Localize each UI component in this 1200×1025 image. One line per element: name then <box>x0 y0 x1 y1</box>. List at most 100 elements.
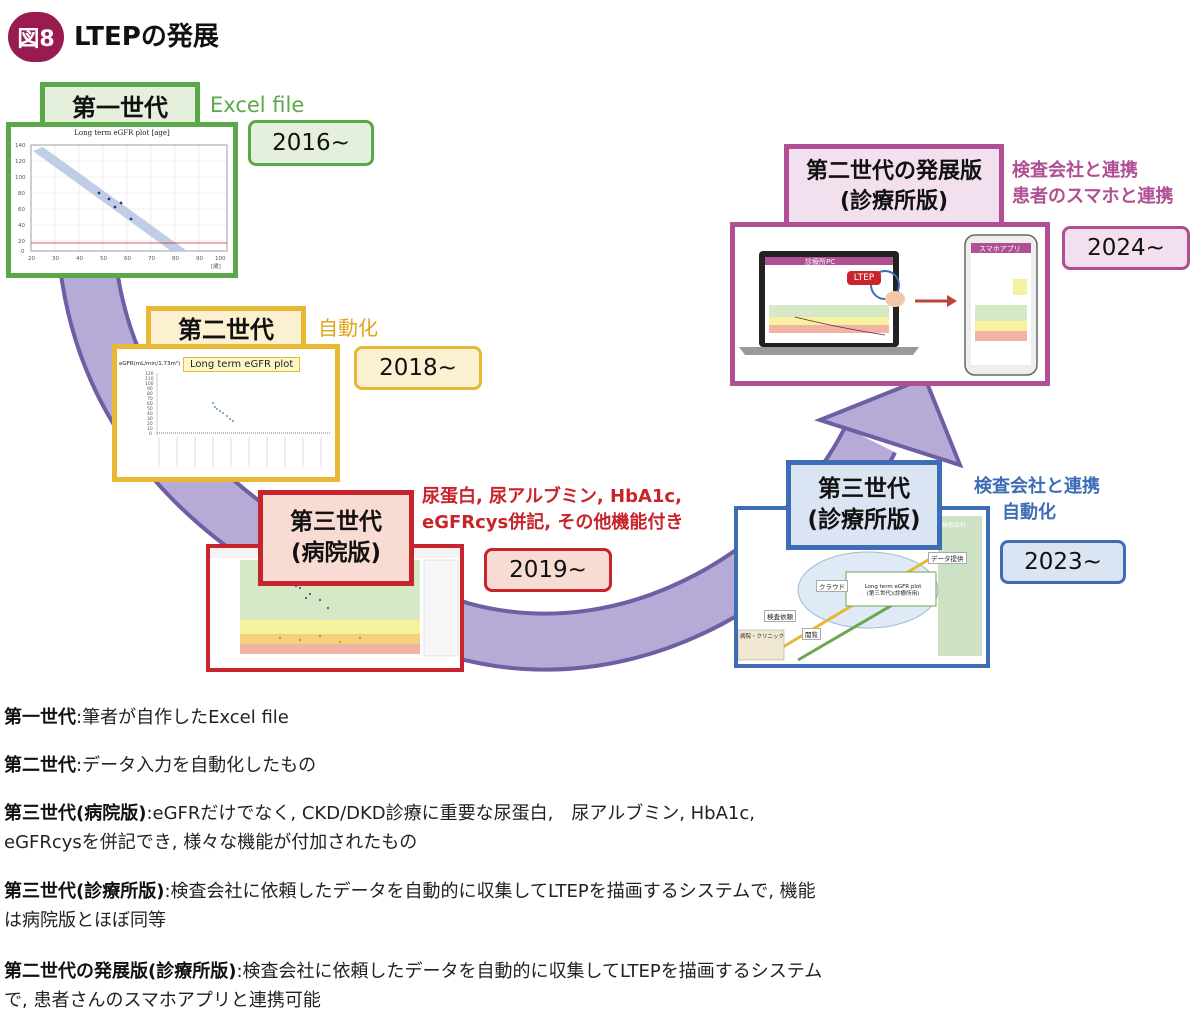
gen2dev-label-line1: 第二世代の発展版 <box>805 159 982 185</box>
svg-text:40: 40 <box>18 223 25 229</box>
desc-gen2dev-head: 第二世代の発展版(診療所版) <box>4 961 237 982</box>
gen3c-screenshot: 検査会社 データ提供 クラウド Long term eGFR plot (第三世… <box>734 506 990 668</box>
gen2-note: 自動化 <box>318 316 378 340</box>
figure-title: LTEPの発展 <box>74 22 219 52</box>
svg-text:80: 80 <box>18 191 25 197</box>
gen2dev-label-line2: (診療所版) <box>839 189 949 214</box>
gen1-screenshot: Long term eGFR plot [age] 140 120 100 80 60… <box>6 122 238 278</box>
gen2-chart-title: Long term eGFR plot <box>183 357 301 372</box>
gen3c-lab: 検査会社 <box>942 522 967 529</box>
desc-gen3h-text: :eGFRだけでなく, CKD/DKD診療に重要な尿蛋白, 尿アルブミン, Hb… <box>146 803 755 824</box>
gen3c-note-line1: 検査会社と連携 <box>974 476 1100 497</box>
gen2dev-note-line2: 患者のスマホと連携 <box>1012 186 1174 208</box>
desc-gen2: 第二世代:データ入力を自動化したもの <box>4 752 1004 781</box>
desc-gen2-text: :データ入力を自動化したもの <box>76 755 317 776</box>
desc-gen1-head: 第一世代 <box>4 707 76 728</box>
gen3c-note: 検査会社と連携 自動化 <box>952 474 1100 526</box>
gen3c-view-label: 閲覧 <box>802 628 821 640</box>
gen2dev-screenshot: 診療所PC LTEP スマホアプリ <box>730 222 1050 386</box>
gen3h-note-line1: 尿蛋白, 尿アルブミン, HbA1c, <box>422 486 682 507</box>
gen3h-label: 第三世代 (病院版) <box>258 490 414 586</box>
svg-text:60: 60 <box>18 207 25 213</box>
svg-text:40: 40 <box>147 411 153 417</box>
svg-text:120: 120 <box>145 371 154 377</box>
svg-text:40: 40 <box>76 256 83 262</box>
desc-gen2-head: 第二世代 <box>4 755 76 776</box>
gen3c-clinic-label: 病院・クリニック <box>740 634 785 640</box>
svg-text:110: 110 <box>145 376 154 382</box>
arrow-head <box>814 375 964 469</box>
gen2dev-note: 検査会社と連携 患者のスマホと連携 <box>1012 158 1173 210</box>
gen3c-label: 第三世代 (診療所版) <box>786 460 942 550</box>
svg-text:100: 100 <box>15 175 26 181</box>
gen2dev-app-title: スマホアプリ <box>979 245 1021 253</box>
desc-gen1: 第一世代:筆者が自作したExcel file <box>4 704 1004 733</box>
svg-text:50: 50 <box>147 406 153 412</box>
gen3c-label-line2: (診療所版) <box>807 507 921 533</box>
gen2dev-ltep-button: LTEP <box>847 271 881 285</box>
gen1-note: Excel file <box>210 93 305 117</box>
gen2-screenshot: Long term eGFR plot eGFR(mL/min/1.73m²) … <box>112 344 340 482</box>
svg-text:[歳]: [歳] <box>211 262 221 270</box>
svg-text:70: 70 <box>148 256 155 262</box>
gen2dev-year: 2024~ <box>1062 226 1190 270</box>
svg-text:30: 30 <box>147 416 153 422</box>
gen3h-note-line2: eGFRcys併記, その他機能付き <box>422 512 684 534</box>
desc-gen1-text: :筆者が自作したExcel file <box>76 707 289 728</box>
desc-gen2dev-text2: で, 患者さんのスマホアプリと連携可能 <box>4 989 321 1011</box>
gen3c-plot-label: Long term eGFR plot (第三世代)(診療所用) <box>850 584 936 598</box>
desc-gen3c: 第三世代(診療所版):検査会社に依頼したデータを自動的に収集してLTEPを描画す… <box>4 878 1004 936</box>
gen2dev-pc-title: 診療所PC <box>805 258 836 266</box>
gen3c-data-label: データ提供 <box>928 552 967 564</box>
gen1-chart-title: Long term eGFR plot [age] <box>74 129 170 137</box>
gen3c-request-label: 検査依頼 <box>764 610 796 622</box>
gen3c-cloud-label: クラウド <box>816 580 848 592</box>
gen3h-year: 2019~ <box>484 548 612 592</box>
gen2-chart-ylabel: eGFR(mL/min/1.73m²) <box>119 361 181 367</box>
svg-text:90: 90 <box>147 386 153 392</box>
svg-text:20: 20 <box>147 421 153 427</box>
gen1-label-text: 第一世代 <box>72 93 168 122</box>
gen3c-year: 2023~ <box>1000 540 1126 584</box>
svg-text:30: 30 <box>52 256 59 262</box>
gen3h-label-line2: (病院版) <box>290 540 382 566</box>
desc-gen2dev-text: :検査会社に依頼したデータを自動的に収集してLTEPを描画するシステム <box>236 961 823 982</box>
gen2dev-label: 第二世代の発展版 (診療所版) <box>784 144 1004 230</box>
svg-text:60: 60 <box>124 256 131 262</box>
svg-text:20: 20 <box>18 239 25 245</box>
gen3h-note: 尿蛋白, 尿アルブミン, HbA1c, eGFRcys併記, その他機能付き <box>422 484 683 536</box>
desc-gen2dev: 第二世代の発展版(診療所版):検査会社に依頼したデータを自動的に収集してLTEP… <box>4 958 1004 1016</box>
gen3c-diagram <box>738 516 982 662</box>
svg-text:80: 80 <box>172 256 179 262</box>
svg-text:50: 50 <box>100 256 107 262</box>
gen3c-note-line2: 自動化 <box>1002 502 1056 524</box>
desc-gen3c-text2: は病院版とほぼ同等 <box>4 909 166 931</box>
desc-gen3h-text2: eGFRcysを併記でき, 様々な機能が付加されたもの <box>4 831 418 853</box>
svg-text:0: 0 <box>21 249 25 255</box>
svg-text:20: 20 <box>28 256 35 262</box>
svg-text:10: 10 <box>147 426 153 432</box>
desc-gen3c-head: 第三世代(診療所版) <box>4 881 165 902</box>
gen3h-label-line1: 第三世代 <box>290 508 382 535</box>
svg-text:120: 120 <box>15 159 26 165</box>
desc-gen3h-head: 第三世代(病院版) <box>4 803 147 824</box>
svg-text:100: 100 <box>145 381 154 387</box>
gen3c-label-line1: 第三世代 <box>818 475 910 502</box>
gen3c-plot-line2: (第三世代)(診療所用) <box>866 591 920 598</box>
desc-gen3c-text: :検査会社に依頼したデータを自動的に収集してLTEPを描画するシステムで, 機能 <box>164 881 816 902</box>
svg-text:70: 70 <box>147 396 153 402</box>
desc-gen3h: 第三世代(病院版):eGFRだけでなく, CKD/DKD診療に重要な尿蛋白, 尿… <box>4 800 1004 858</box>
gen1-year: 2016~ <box>248 120 374 166</box>
gen2-year: 2018~ <box>354 346 482 390</box>
svg-text:100: 100 <box>215 256 226 262</box>
figure-badge: 図8 <box>8 12 64 62</box>
svg-text:80: 80 <box>147 391 153 397</box>
svg-text:90: 90 <box>196 256 203 262</box>
svg-text:140: 140 <box>15 143 26 149</box>
svg-text:60: 60 <box>147 401 153 407</box>
gen2dev-note-line1: 検査会社と連携 <box>1012 160 1138 181</box>
gen2-label-text: 第二世代 <box>178 315 274 344</box>
gen1-label: 第一世代 <box>40 82 200 134</box>
